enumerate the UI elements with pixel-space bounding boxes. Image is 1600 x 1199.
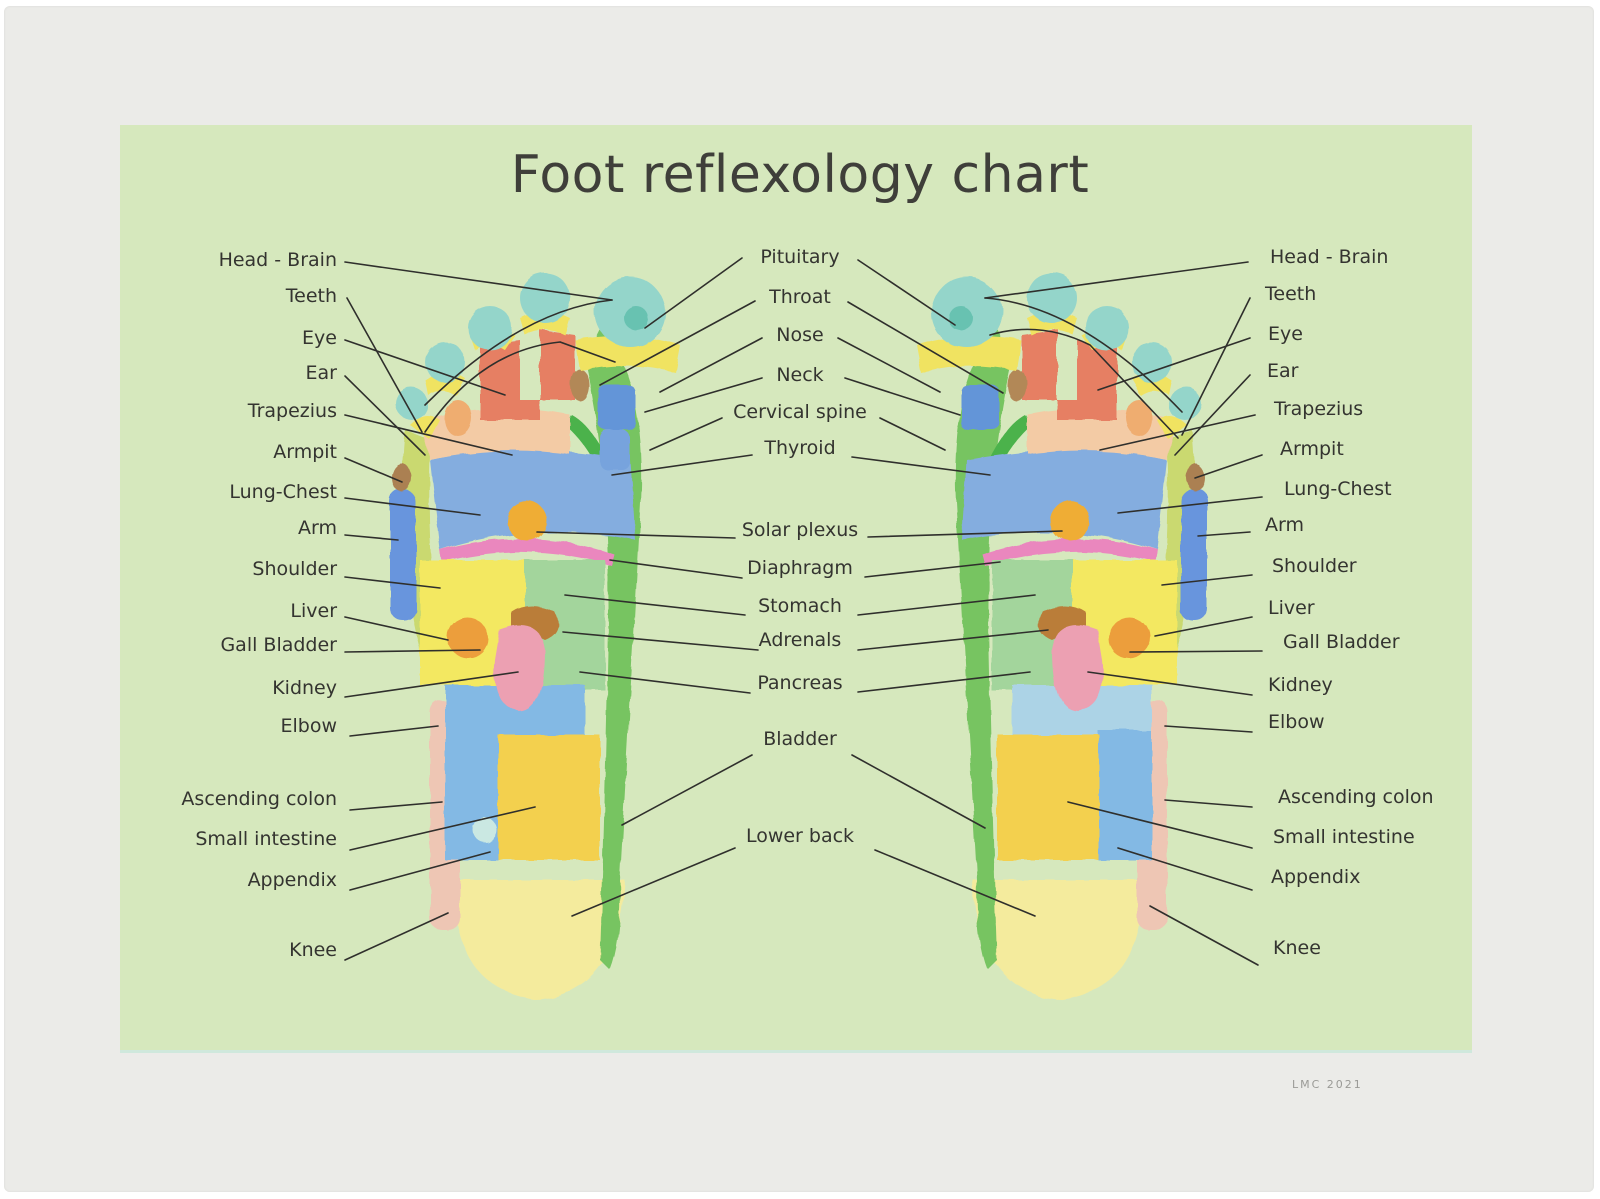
label-solar-plexus: Solar plexus [741,519,859,541]
label-left-liver: Liver [290,600,337,622]
label-right-lung-chest: Lung-Chest [1284,478,1392,500]
label-right-trapezius: Trapezius [1274,398,1364,420]
left-foot [390,273,680,1000]
label-cervical-spine: Cervical spine [733,401,867,423]
label-right-arm: Arm [1265,514,1304,536]
leader-lines-right [984,261,1263,966]
label-stomach: Stomach [758,595,842,617]
label-left-eye: Eye [302,327,337,349]
label-right-ascending-colon: Ascending colon [1278,786,1434,808]
label-left-lung-chest: Lung-Chest [229,481,337,503]
label-nose: Nose [776,324,824,346]
label-left-arm: Arm [298,517,337,539]
chart-title: Foot reflexology chart [510,145,1090,205]
label-right-liver: Liver [1268,597,1315,619]
label-right-gall-bladder: Gall Bladder [1283,631,1400,653]
label-adrenals: Adrenals [758,629,842,651]
leader-lines-center [536,257,1063,917]
label-right-head-brain: Head - Brain [1270,246,1389,268]
label-lower-back: Lower back [745,825,855,847]
label-thyroid: Thyroid [764,437,836,459]
label-left-armpit: Armpit [273,441,337,463]
label-right-teeth: Teeth [1265,283,1317,305]
label-pituitary: Pituitary [760,246,840,268]
label-right-appendix: Appendix [1271,866,1361,888]
label-right-elbow: Elbow [1268,711,1325,733]
label-neck: Neck [776,364,824,386]
label-left-teeth: Teeth [285,285,337,307]
label-left-gall-bladder: Gall Bladder [220,634,337,656]
label-left-head-brain: Head - Brain [218,249,337,271]
label-right-small-intestine: Small intestine [1273,826,1415,848]
label-right-knee: Knee [1273,937,1321,959]
label-left-appendix: Appendix [247,869,337,891]
label-bladder: Bladder [763,728,837,750]
label-right-eye: Eye [1268,323,1303,345]
label-left-knee: Knee [289,939,337,961]
label-left-kidney: Kidney [272,677,337,699]
label-pancreas: Pancreas [757,672,843,694]
leader-lines-left [344,261,616,961]
label-left-elbow: Elbow [280,715,337,737]
label-left-small-intestine: Small intestine [195,828,337,850]
label-left-ascending-colon: Ascending colon [181,788,337,810]
label-right-armpit: Armpit [1280,438,1344,460]
label-right-shoulder: Shoulder [1272,555,1357,577]
label-left-shoulder: Shoulder [252,558,337,580]
label-right-kidney: Kidney [1268,674,1333,696]
label-throat: Throat [769,286,831,308]
chart-panel [120,125,1472,1050]
right-foot [917,273,1207,1000]
artist-signature: LMC 2021 [1292,1078,1363,1091]
label-left-trapezius: Trapezius [247,400,337,422]
label-left-ear: Ear [305,362,337,384]
label-diaphragm: Diaphragm [747,557,853,579]
label-right-ear: Ear [1267,360,1299,382]
